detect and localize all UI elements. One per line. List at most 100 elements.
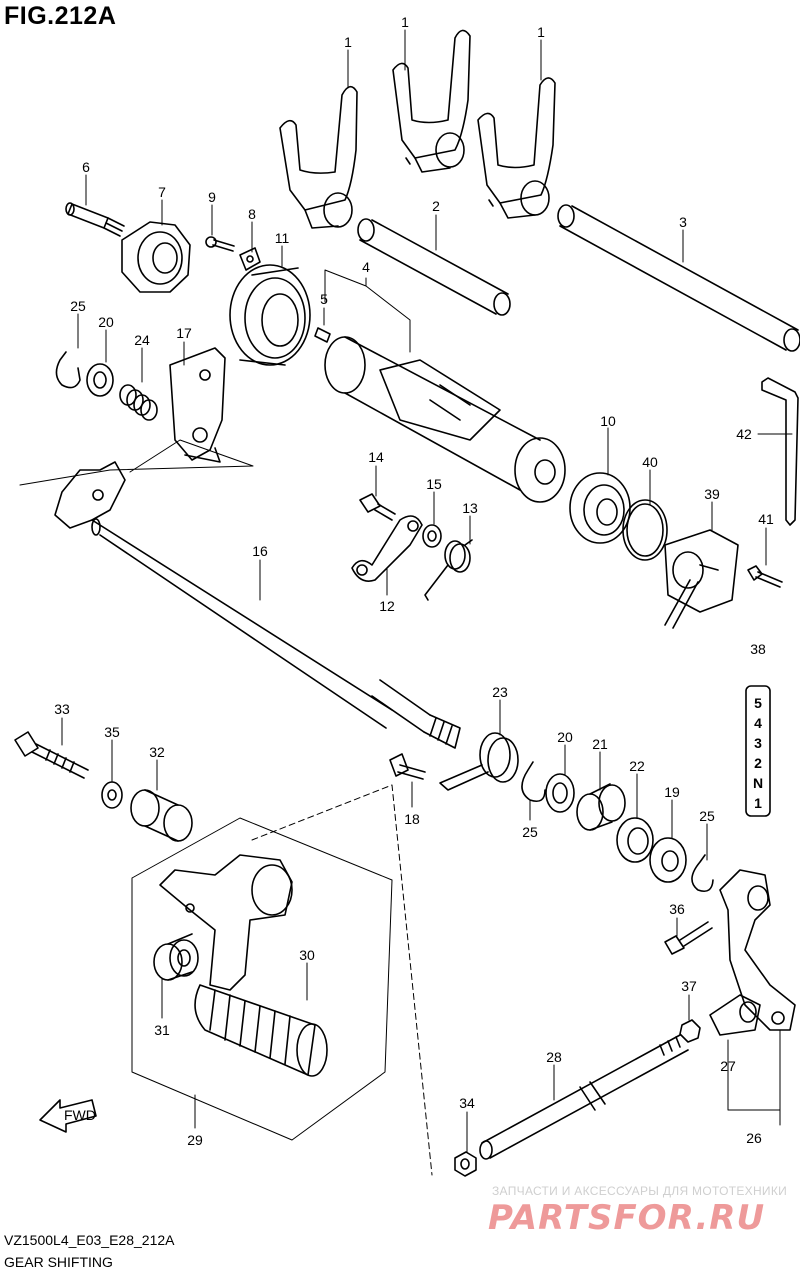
callout-16: 16 <box>252 543 268 559</box>
callout-10: 10 <box>600 413 616 429</box>
callout-25c: 25 <box>699 808 715 824</box>
figure-name: GEAR SHIFTING <box>4 1254 113 1270</box>
gearshift-link-arm-26 <box>719 869 796 1031</box>
callout-32: 32 <box>149 744 165 760</box>
callout-39: 39 <box>704 486 720 502</box>
circlip-25-top <box>55 351 81 389</box>
fork-shaft-2 <box>357 218 511 316</box>
shift-fork-right <box>477 77 556 219</box>
callout-40: 40 <box>642 454 658 470</box>
fwd-label: FWD <box>64 1107 96 1123</box>
callout-27: 27 <box>720 1058 736 1074</box>
callout-12: 12 <box>379 598 395 614</box>
washer-8 <box>239 247 261 271</box>
o-ring-40 <box>622 499 668 561</box>
callout-20b: 20 <box>557 729 573 745</box>
callout-30: 30 <box>299 947 315 963</box>
washer-20-top <box>86 363 114 397</box>
callout-11: 11 <box>275 230 290 246</box>
pedal-leader-line <box>251 784 433 1176</box>
gearshift-cam-stopper-plate-12 <box>351 515 423 582</box>
callout-38: 38 <box>750 641 766 657</box>
gear-indicator-4: 4 <box>754 715 762 731</box>
bearing-10 <box>569 472 631 544</box>
callout-37: 37 <box>681 978 697 994</box>
watermark-logo[interactable]: PARTSFOR.RU <box>488 1198 766 1238</box>
gear-position-switch-39 <box>664 529 739 629</box>
callout-2: 2 <box>432 198 440 214</box>
bearing-11 <box>229 264 311 366</box>
oil-seal-22 <box>616 817 654 863</box>
callout-25a: 25 <box>70 298 86 314</box>
callout-22: 22 <box>629 758 645 774</box>
spring-13 <box>424 539 473 601</box>
callout-numbers: 1 1 1 2 3 4 5 6 7 8 9 10 11 12 13 14 15 … <box>54 14 774 1148</box>
gear-indicator-2: 2 <box>754 755 762 771</box>
gearshift-cam-stopper-7 <box>121 221 191 293</box>
shift-fork-middle <box>392 29 471 173</box>
callout-21: 21 <box>592 736 608 752</box>
nut-37 <box>679 1019 701 1043</box>
gear-indicator-n: N <box>753 775 763 791</box>
gear-indicator-1: 1 <box>754 795 762 811</box>
callout-26: 26 <box>746 1130 762 1146</box>
callout-15: 15 <box>426 476 442 492</box>
circlip-25-mid <box>521 761 546 803</box>
callout-23: 23 <box>492 684 508 700</box>
callout-7: 7 <box>158 184 166 200</box>
callout-9: 9 <box>208 189 216 205</box>
callout-1a: 1 <box>344 34 352 50</box>
spring-24 <box>119 384 158 421</box>
bolt-33 <box>14 731 89 779</box>
washer-15 <box>422 524 442 548</box>
circlip-25-low <box>691 854 714 893</box>
callout-33: 33 <box>54 701 70 717</box>
watermark-tagline: ЗАПЧАСТИ И АКСЕССУАРЫ ДЛЯ МОТОТЕХНИКИ <box>492 1184 788 1198</box>
pin-5 <box>314 327 331 343</box>
fork-shaft-3 <box>557 204 800 352</box>
bushing-31 <box>153 933 199 981</box>
leader-lines <box>61 29 793 1153</box>
return-spring-23 <box>439 732 519 791</box>
bolt-14 <box>359 493 396 521</box>
figure-title: FIG.212A <box>4 2 117 30</box>
figure-code: VZ1500L4_E03_E28_212A <box>4 1232 175 1248</box>
callout-18: 18 <box>404 811 420 827</box>
gearshift-cam-4 <box>324 336 566 503</box>
callout-17: 17 <box>176 325 192 341</box>
callout-41: 41 <box>758 511 774 527</box>
pedal-rubber-30 <box>194 984 328 1077</box>
callout-19: 19 <box>664 784 680 800</box>
gear-indicator-38[interactable]: 5 4 3 2 N 1 <box>745 685 771 817</box>
callout-25b: 25 <box>522 824 538 840</box>
bushing-21 <box>576 783 626 831</box>
callout-13: 13 <box>462 500 478 516</box>
callout-35: 35 <box>104 724 120 740</box>
callout-24: 24 <box>134 332 150 348</box>
callout-14: 14 <box>368 449 384 465</box>
pedal-assembly-outline <box>131 817 393 1141</box>
callout-20a: 20 <box>98 314 114 330</box>
callout-8: 8 <box>248 206 256 222</box>
gear-indicator-3: 3 <box>754 735 762 751</box>
gearshift-lever-pedal <box>159 854 293 991</box>
bolt-36 <box>664 921 713 955</box>
gearshift-shaft-16 <box>54 461 461 749</box>
callout-42: 42 <box>736 426 752 442</box>
washer-35 <box>101 781 123 809</box>
callout-34: 34 <box>459 1095 475 1111</box>
callout-4: 4 <box>362 259 370 275</box>
nut-34 <box>454 1151 477 1177</box>
pin-6 <box>65 202 125 237</box>
bolt-41 <box>747 565 783 588</box>
callout-6: 6 <box>82 159 90 175</box>
washer-20-mid <box>545 773 575 813</box>
clamp-42 <box>761 377 799 526</box>
fwd-arrow-icon: FWD <box>39 1099 97 1133</box>
callout-28: 28 <box>546 1049 562 1065</box>
callout-5: 5 <box>320 291 328 307</box>
callout-3: 3 <box>679 214 687 230</box>
screw-9 <box>205 236 235 252</box>
shift-fork-left <box>279 85 358 229</box>
